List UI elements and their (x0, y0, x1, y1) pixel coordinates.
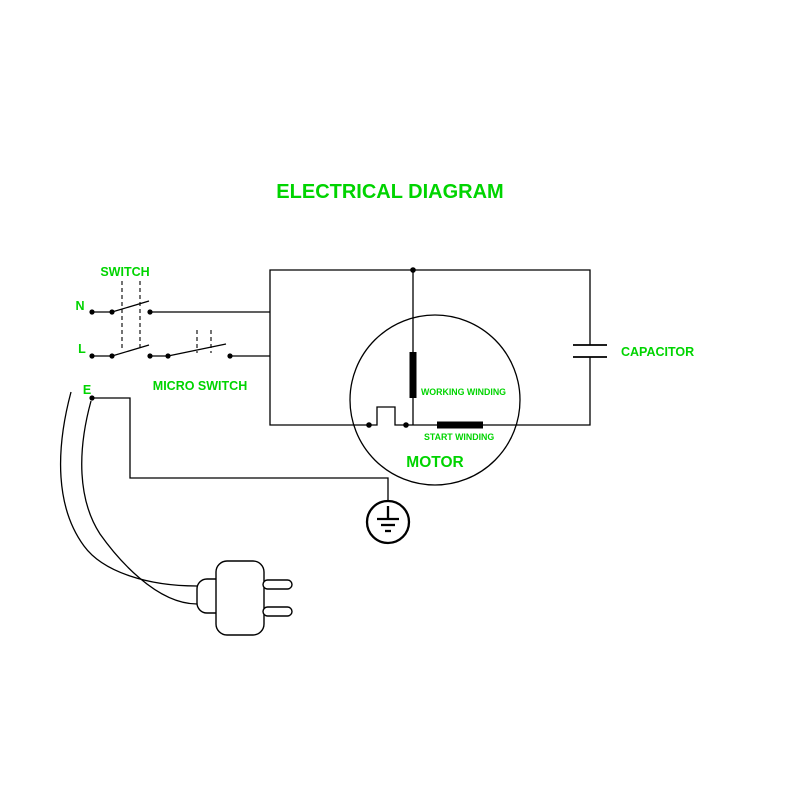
protective-earth-icon (365, 499, 411, 545)
junction-dots (89, 267, 416, 428)
diagram-title: ELECTRICAL DIAGRAM (276, 181, 503, 203)
working-winding-label: WORKING WINDING (421, 387, 506, 397)
capacitor-label: CAPACITOR (621, 345, 694, 359)
power-cord-drawing (60, 391, 198, 605)
motor-label: MOTOR (406, 454, 463, 471)
micro-switch-linkage-dashes (196, 330, 212, 353)
switch-linkage-dashes (121, 281, 141, 348)
start-winding-label: START WINDING (424, 432, 494, 442)
terminal-e-label: E (83, 383, 91, 397)
circuit-wires (92, 269, 591, 501)
capacitor-symbol (573, 344, 607, 358)
motor-circle (349, 314, 521, 486)
working-winding-bar (409, 352, 417, 398)
micro-switch-label: MICRO SWITCH (153, 379, 247, 393)
terminal-n-label: N (75, 299, 84, 313)
start-winding-bar (437, 421, 483, 429)
terminal-l-label: L (78, 342, 86, 356)
switch-label: SWITCH (100, 265, 149, 279)
power-plug-drawing (196, 560, 293, 636)
